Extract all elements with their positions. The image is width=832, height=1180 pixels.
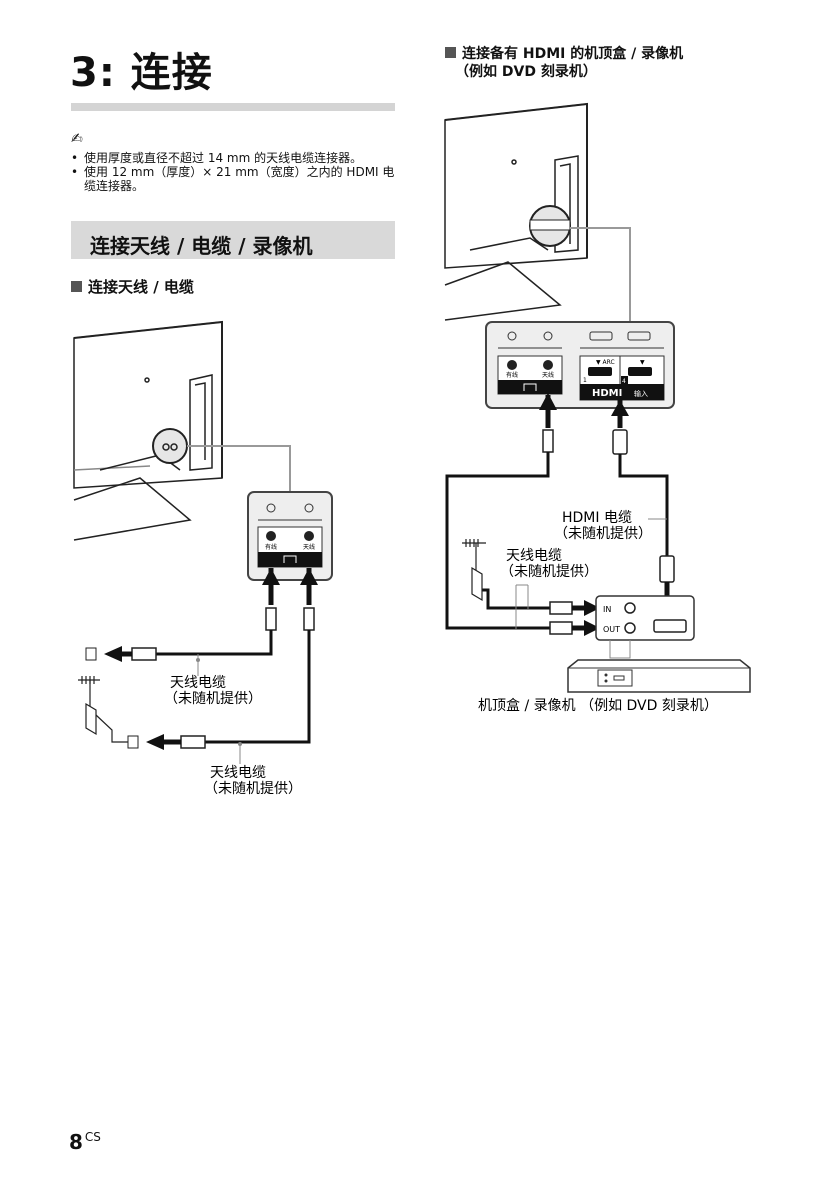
right-panel-cable-port-label: 有线: [506, 371, 518, 379]
right-panel: 有线 天线 ▼ ARC ▼ 1 4 HDMI 输入: [485, 321, 675, 409]
right-subheading-line1: 连接备有 HDMI 的机顶盒 / 录像机: [462, 46, 684, 62]
note-item: 使用厚度或直径不超过 14 mm 的天线电缆连接器。: [71, 151, 401, 165]
left-cable-label-2: 天线电缆: [210, 765, 266, 781]
hdmi-logo: HDMI: [592, 388, 622, 399]
hdmi-input-label: 输入: [634, 389, 648, 398]
left-panel-cable-port-label: 有线: [265, 543, 277, 551]
note-pencil-icon: ✍: [71, 131, 83, 147]
page-suffix: CS: [84, 1130, 101, 1144]
title-rule: [71, 103, 395, 111]
left-antenna-icon: [78, 676, 128, 743]
page-number-value: 8: [69, 1130, 83, 1154]
right-subheading: 连接备有 HDMI 的机顶盒 / 录像机 （例如 DVD 刻录机）: [445, 45, 683, 81]
left-panel-antenna-port-label: 天线: [303, 543, 315, 551]
notes-list: 使用厚度或直径不超过 14 mm 的天线电缆连接器。 使用 12 mm（厚度）×…: [71, 151, 401, 193]
left-panel: 有线 天线: [247, 491, 333, 581]
hdmi-cable-label: HDMI 电缆: [562, 510, 632, 526]
square-bullet-icon: [445, 47, 456, 58]
left-cable-sub-1: （未随机提供）: [164, 691, 262, 707]
hdmi-4-arrow: ▼: [640, 359, 645, 366]
right-antenna-cable-label: 天线电缆: [506, 548, 562, 564]
left-subheading-text: 连接天线 / 电缆: [88, 278, 194, 296]
right-antenna-icon: [462, 539, 486, 602]
right-subheading-line2: （例如 DVD 刻录机）: [455, 64, 597, 80]
left-cables: [85, 568, 318, 764]
left-tv-illustration: [73, 320, 291, 541]
square-bullet-icon: [71, 281, 82, 292]
recorder-out-label: OUT: [603, 625, 620, 634]
note-item: 使用 12 mm（厚度）× 21 mm（宽度）之内的 HDMI 电缆连接器。: [71, 165, 401, 193]
device-caption: 机顶盒 / 录像机 （例如 DVD 刻录机）: [478, 697, 718, 714]
right-cables: [445, 393, 677, 636]
hdmi-cable-sub: （未随机提供）: [554, 526, 652, 542]
section-title: 连接天线 / 电缆 / 录像机: [90, 234, 313, 258]
hdmi-port-number-1: 1: [583, 377, 587, 384]
recorder-in-label: IN: [603, 605, 611, 614]
right-panel-antenna-port-label: 天线: [542, 371, 554, 379]
hdmi-port-number-4: 4: [622, 378, 626, 385]
right-antenna-cable-sub: （未随机提供）: [500, 564, 598, 580]
section-band: [71, 221, 395, 259]
recorder-device: IN OUT: [567, 595, 751, 693]
left-cable-label-1: 天线电缆: [170, 675, 226, 691]
left-subheading: 连接天线 / 电缆: [71, 276, 194, 297]
right-tv-illustration: [444, 102, 631, 322]
left-cable-sub-2: （未随机提供）: [204, 781, 302, 797]
hdmi-arc-label: ▼ ARC: [596, 359, 615, 366]
chapter-title: 3: 连接: [70, 50, 213, 96]
